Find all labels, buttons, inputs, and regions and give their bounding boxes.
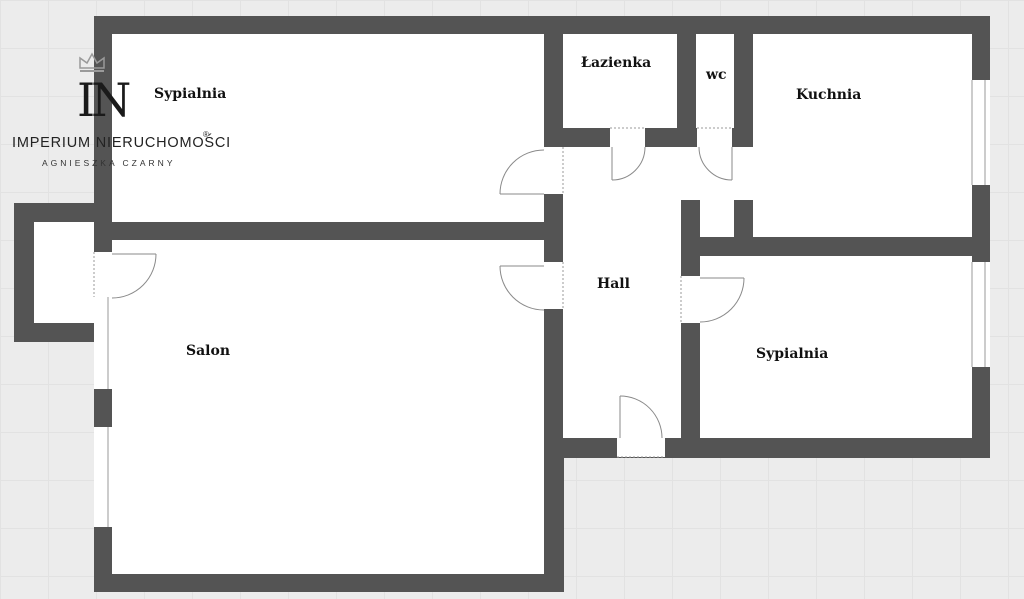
floor-kitchen <box>753 34 972 237</box>
room-floors <box>34 34 972 574</box>
floor-hall-corridor <box>563 147 753 200</box>
door-arc-balcony <box>111 253 157 299</box>
floor-bedroom-1 <box>112 34 544 222</box>
logo-registered-mark: ® <box>203 130 209 139</box>
room-label-bedroom-1: Sypialnia <box>154 86 227 102</box>
door-arc-bedroom-2 <box>699 277 745 323</box>
room-label-hall: Hall <box>597 276 630 292</box>
crown-icon <box>79 52 105 69</box>
window-salon-2 <box>94 427 112 527</box>
room-label-kitchen: Kuchnia <box>796 87 862 103</box>
window-bedroom-2 <box>972 262 990 367</box>
door-gap-entrance <box>617 438 665 457</box>
door-gap-bedroom-1 <box>544 147 563 194</box>
floor-hall-niche <box>700 200 734 237</box>
door-gap-salon <box>544 262 563 309</box>
door-gap-bedroom-2 <box>681 276 700 323</box>
window-frames <box>107 80 986 527</box>
crown-monogram-icon: IN <box>77 52 134 124</box>
door-arc-entrance <box>619 395 663 439</box>
room-label-wc: wc <box>706 67 727 83</box>
window-kitchen <box>972 80 990 185</box>
room-label-bathroom: Łazienka <box>581 55 652 71</box>
floor-salon <box>112 240 544 574</box>
door-arc-salon <box>499 265 545 311</box>
room-label-bedroom-2: Sypialnia <box>756 346 829 362</box>
window-salon-1 <box>94 297 112 389</box>
door-arc-bathroom <box>611 146 646 181</box>
door-gap-wc <box>697 128 732 147</box>
floor-wc <box>696 34 734 128</box>
door-gap-balcony <box>94 252 112 297</box>
thresholds <box>93 127 732 458</box>
floor-balcony <box>34 222 94 323</box>
company-logo: IN IMPERIUM NIERUCHOMOŚCI ® AGNIESZKA CZ… <box>8 50 230 175</box>
door-gap-bathroom <box>610 128 645 147</box>
logo-brand-name: IMPERIUM NIERUCHOMOŚCI <box>12 135 231 151</box>
door-arc-wc <box>698 146 733 181</box>
room-label-living-room: Salon <box>186 343 231 359</box>
logo-subtitle: AGNIESZKA CZARNY <box>42 158 176 168</box>
floor-bedroom-2 <box>700 256 972 438</box>
door-arc-bedroom-1 <box>499 149 545 195</box>
door-swings <box>111 146 745 439</box>
floor-bathroom <box>563 34 677 128</box>
logo-monogram: IN <box>77 73 130 124</box>
